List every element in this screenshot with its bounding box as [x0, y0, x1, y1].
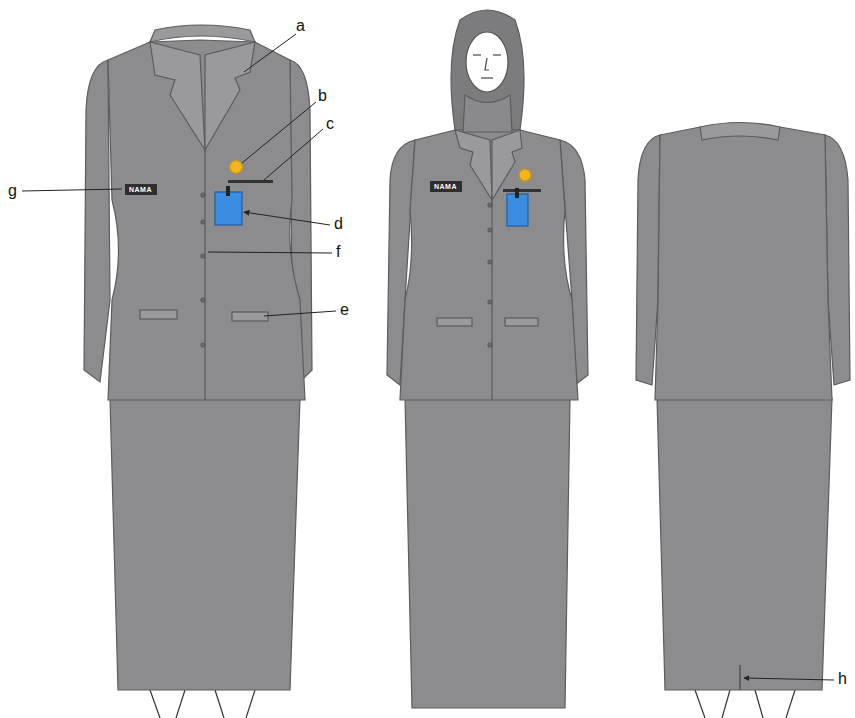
back-figure: [636, 123, 850, 718]
skirt: [110, 398, 300, 690]
leader-line: [264, 311, 336, 316]
skirt: [405, 398, 570, 708]
callout-letter: e: [340, 302, 349, 318]
callout-letter: h: [838, 671, 847, 687]
middle-figure: [387, 10, 588, 708]
front-opening: [204, 150, 205, 400]
badge: [230, 161, 243, 174]
leader-line: [244, 34, 296, 72]
callout-letter: d: [334, 216, 343, 232]
callout-letter: f: [336, 244, 340, 260]
name-tag-text: NAMA: [129, 186, 152, 193]
skirt: [657, 398, 832, 690]
sleeve: [84, 60, 110, 382]
leader-line: [244, 212, 330, 225]
lapel: [150, 42, 205, 150]
buttons: [488, 203, 492, 347]
badge: [519, 169, 531, 181]
leader-line: [242, 102, 316, 163]
front-figure: [84, 25, 312, 718]
name-tag-text: NAMA: [434, 183, 457, 190]
id-card: [215, 192, 242, 225]
callout-letter: c: [326, 116, 334, 132]
leader-line: [208, 252, 332, 253]
callout-letter: g: [8, 183, 17, 199]
legs: [695, 690, 795, 718]
clip: [515, 188, 519, 198]
neck-wrap: [463, 95, 512, 132]
skirt-slit: [739, 665, 740, 690]
collar: [150, 25, 255, 42]
lapel: [205, 42, 255, 150]
pocket-flap: [437, 318, 472, 326]
pocket-flap: [505, 318, 538, 326]
leader-line: [264, 129, 323, 180]
jacket: [400, 130, 578, 400]
callout-letter: b: [318, 88, 327, 104]
collar: [700, 123, 780, 141]
leader-lines: [22, 34, 834, 680]
callout-letter: a: [296, 18, 305, 34]
jacket-back: [655, 127, 832, 400]
face: [466, 32, 508, 92]
leader-line: [744, 678, 834, 680]
buttons: [201, 193, 205, 347]
name-tag: NAMA: [125, 184, 157, 195]
clip: [226, 186, 230, 196]
pocket-flap: [232, 312, 268, 321]
bar: [228, 180, 273, 183]
leader-line: [22, 189, 122, 191]
face-features: [473, 55, 501, 78]
name-tag: NAMA: [430, 181, 462, 192]
id-card: [507, 194, 528, 226]
legs: [150, 690, 255, 718]
pocket-flap: [140, 310, 177, 319]
bar: [503, 189, 541, 192]
jacket: [108, 40, 305, 400]
